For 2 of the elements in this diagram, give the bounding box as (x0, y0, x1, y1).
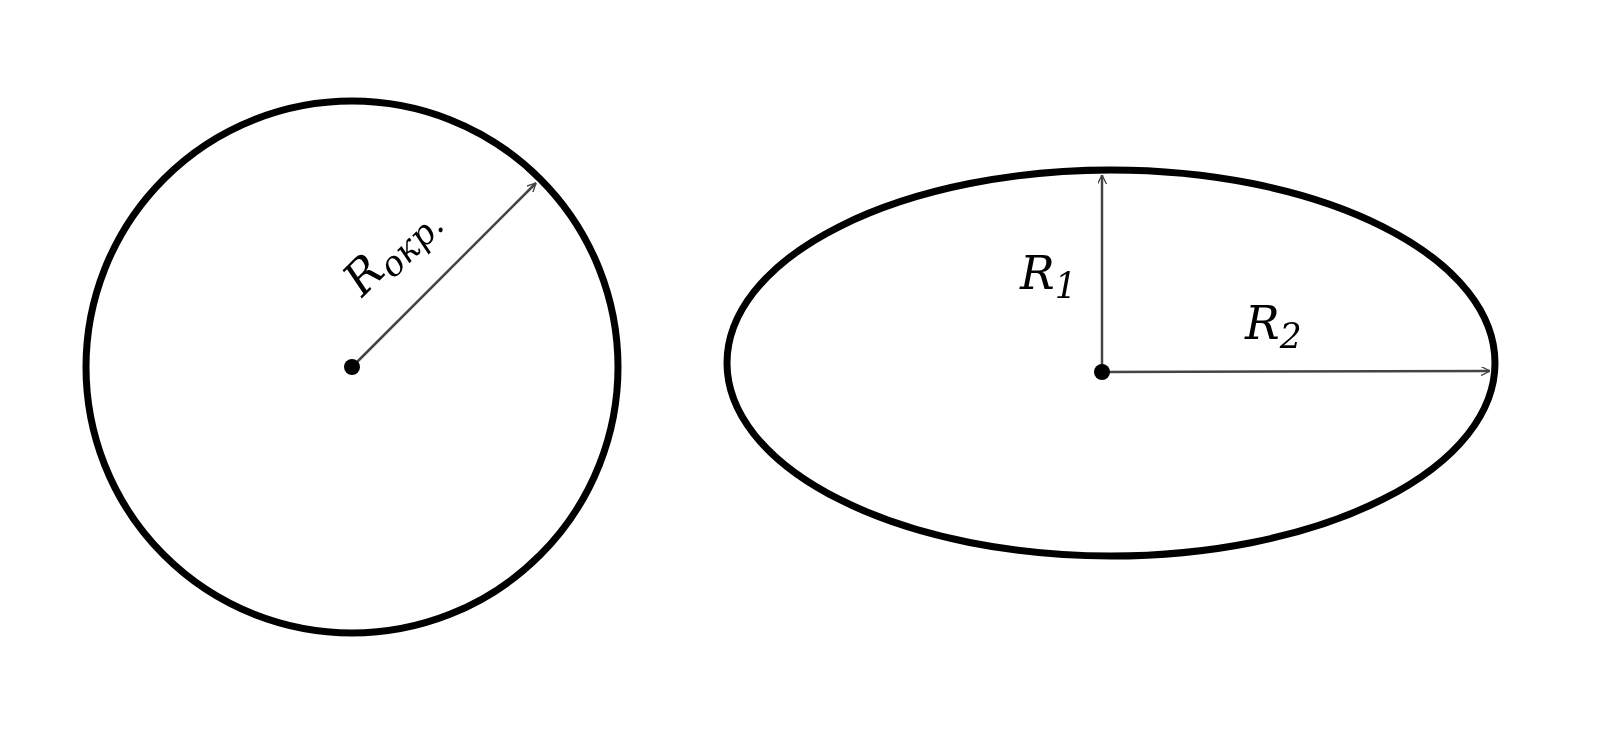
dimension-label: R$_{2}$ (1245, 300, 1302, 346)
dimension-label: R$_{1}$ (1020, 250, 1077, 296)
